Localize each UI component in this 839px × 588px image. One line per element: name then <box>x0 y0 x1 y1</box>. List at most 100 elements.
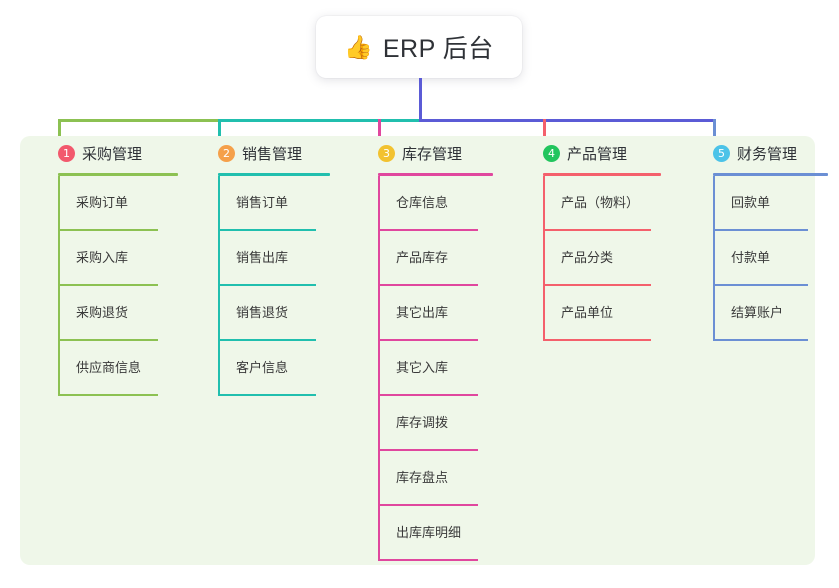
leaf-item[interactable]: 仓库信息 <box>360 176 515 231</box>
branch-header-underline <box>58 173 178 176</box>
leaf-item-label: 销售订单 <box>236 195 289 210</box>
branch-header-产品管理[interactable]: 4 产品管理 <box>525 136 675 170</box>
branch-header-库存管理[interactable]: 3 库存管理 <box>360 136 515 170</box>
leaf-item-label: 采购入库 <box>76 250 129 265</box>
leaf-item-label: 销售出库 <box>236 250 289 265</box>
branch-header-underline <box>713 173 828 176</box>
branch-column-财务管理: 5 财务管理回款单付款单结算账户 <box>695 136 835 341</box>
leaf-item[interactable]: 产品分类 <box>525 231 675 286</box>
leaf-item-underline <box>713 339 808 341</box>
branch-header-label: 销售管理 <box>242 145 303 163</box>
leaf-item-label: 产品单位 <box>561 305 614 320</box>
leaf-item[interactable]: 销售退货 <box>200 286 350 341</box>
leaf-item-label: 产品分类 <box>561 250 614 265</box>
leaf-item-underline <box>218 284 316 286</box>
leaf-item[interactable]: 采购入库 <box>40 231 190 286</box>
leaf-item[interactable]: 库存盘点 <box>360 451 515 506</box>
leaf-item-label: 供应商信息 <box>76 360 142 375</box>
branch-item-list: 仓库信息产品库存其它出库其它入库库存调拨库存盘点出库库明细 <box>360 176 515 561</box>
branch-column-产品管理: 4 产品管理产品（物料） 产品分类产品单位 <box>525 136 675 341</box>
leaf-item[interactable]: 销售订单 <box>200 176 350 231</box>
branch-header-label: 产品管理 <box>567 145 628 163</box>
leaf-item-underline <box>713 229 808 231</box>
leaf-item-underline <box>543 339 651 341</box>
connector-bar-mid <box>218 119 419 122</box>
branch-item-list: 采购订单采购入库采购退货供应商信息 <box>40 176 190 396</box>
leaf-item[interactable]: 产品单位 <box>525 286 675 341</box>
branch-header-label: 采购管理 <box>82 145 143 163</box>
leaf-item-underline <box>218 339 316 341</box>
branch-header-财务管理[interactable]: 5 财务管理 <box>695 136 835 170</box>
leaf-item-underline <box>378 394 478 396</box>
branch-header-销售管理[interactable]: 2 销售管理 <box>200 136 350 170</box>
leaf-item-underline <box>713 284 808 286</box>
root-stem <box>419 78 422 122</box>
leaf-item-underline <box>378 339 478 341</box>
branch-spine <box>713 176 715 341</box>
leaf-item[interactable]: 其它出库 <box>360 286 515 341</box>
leaf-item-underline <box>378 449 478 451</box>
leaf-item[interactable]: 结算账户 <box>695 286 835 341</box>
leaf-item-underline <box>378 504 478 506</box>
branch-item-list: 销售订单销售出库销售退货客户信息 <box>200 176 350 396</box>
leaf-item-underline <box>378 229 478 231</box>
root-node-card[interactable]: 👍 ERP 后台 <box>316 16 522 78</box>
leaf-item[interactable]: 库存调拨 <box>360 396 515 451</box>
leaf-item-label: 其它出库 <box>396 305 449 320</box>
leaf-item-underline <box>218 229 316 231</box>
connector-bar-right <box>419 119 716 122</box>
leaf-item-label: 产品库存 <box>396 250 449 265</box>
branch-number-badge: 2 <box>218 144 235 162</box>
leaf-item-underline <box>58 339 158 341</box>
leaf-item[interactable]: 产品库存 <box>360 231 515 286</box>
leaf-item[interactable]: 付款单 <box>695 231 835 286</box>
leaf-item[interactable]: 销售出库 <box>200 231 350 286</box>
leaf-item-underline <box>58 229 158 231</box>
leaf-item-label: 客户信息 <box>236 360 289 375</box>
leaf-item-underline <box>58 394 158 396</box>
branch-header-采购管理[interactable]: 1 采购管理 <box>40 136 190 170</box>
leaf-item[interactable]: 采购订单 <box>40 176 190 231</box>
branch-number-badge: 4 <box>543 144 560 162</box>
leaf-item-label: 回款单 <box>731 195 771 210</box>
leaf-item[interactable]: 回款单 <box>695 176 835 231</box>
leaf-item-label: 出库库明细 <box>396 525 462 540</box>
branch-number-badge: 3 <box>378 144 395 162</box>
branch-header-underline <box>543 173 661 176</box>
branch-header-underline <box>378 173 493 176</box>
branch-header-label: 库存管理 <box>402 145 463 163</box>
leaf-item-label: 销售退货 <box>236 305 289 320</box>
leaf-item-underline <box>58 284 158 286</box>
leaf-item-label: 采购退货 <box>76 305 129 320</box>
thumbs-up-icon: 👍 <box>344 33 373 60</box>
leaf-item[interactable]: 采购退货 <box>40 286 190 341</box>
leaf-item[interactable]: 客户信息 <box>200 341 350 396</box>
leaf-item-label: 采购订单 <box>76 195 129 210</box>
branch-item-list: 回款单付款单结算账户 <box>695 176 835 341</box>
leaf-item-underline <box>378 284 478 286</box>
branch-number-badge: 1 <box>58 144 75 162</box>
branch-column-采购管理: 1 采购管理采购订单采购入库采购退货供应商信息 <box>40 136 190 396</box>
branch-spine <box>58 176 60 396</box>
branch-header-underline <box>218 173 330 176</box>
leaf-item-label: 库存调拨 <box>396 415 449 430</box>
leaf-item-underline <box>543 229 651 231</box>
root-title: ERP 后台 <box>382 35 494 63</box>
leaf-item-underline <box>378 559 478 561</box>
branch-column-库存管理: 3 库存管理仓库信息产品库存其它出库其它入库库存调拨库存盘点出库库明细 <box>360 136 515 561</box>
leaf-item-label: 库存盘点 <box>396 470 449 485</box>
branch-column-销售管理: 2 销售管理销售订单销售出库销售退货客户信息 <box>200 136 350 396</box>
leaf-item-label: 付款单 <box>731 250 771 265</box>
leaf-item[interactable]: 供应商信息 <box>40 341 190 396</box>
leaf-item-underline <box>543 284 651 286</box>
branch-spine <box>218 176 220 396</box>
leaf-item[interactable]: 产品（物料） <box>525 176 675 231</box>
leaf-item[interactable]: 其它入库 <box>360 341 515 396</box>
branch-header-label: 财务管理 <box>737 145 798 163</box>
branch-spine <box>543 176 545 341</box>
leaf-item-label: 其它入库 <box>396 360 449 375</box>
branches-panel: 1 采购管理采购订单采购入库采购退货供应商信息 2 销售管理销售订单销售出库销售退货客… <box>20 136 828 565</box>
branch-number-badge: 5 <box>713 144 730 162</box>
leaf-item[interactable]: 出库库明细 <box>360 506 515 561</box>
